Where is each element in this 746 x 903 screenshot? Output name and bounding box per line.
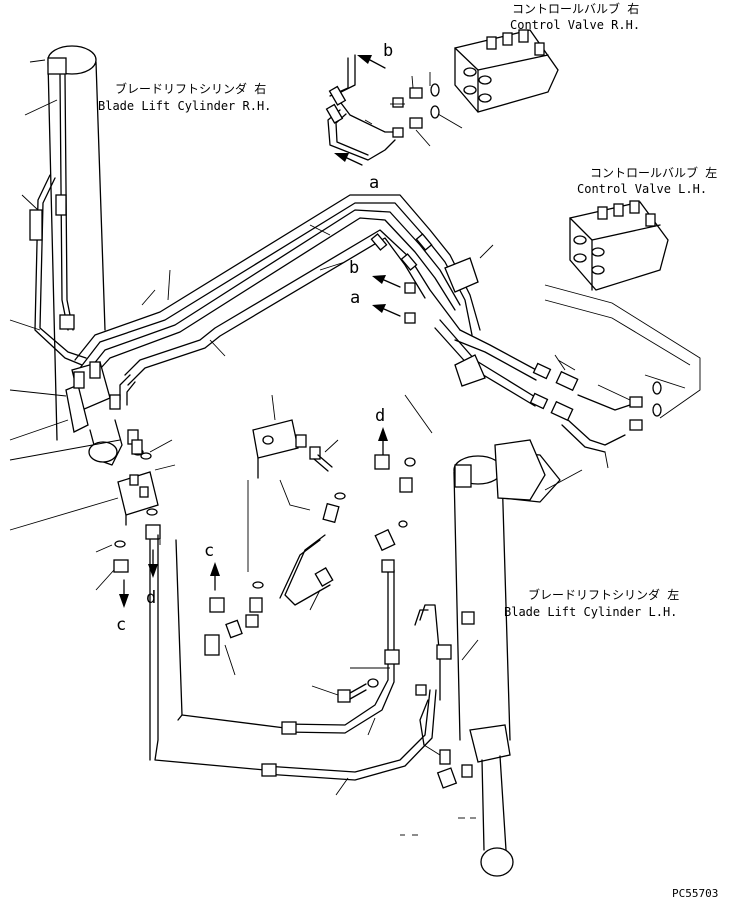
main-pipe-bundle [74,194,552,410]
lh-control-valve [569,200,669,291]
arrow-d-right-icon [378,427,388,456]
arrow-b-top-icon [357,55,386,69]
arrow-c-mid-icon [210,562,220,591]
callout-a-mid: a [350,288,360,308]
hose-bolt [311,678,379,703]
center-bolt [309,439,339,472]
rh-valve-pipes [325,54,405,161]
lh-cylinder-jp-label: ブレードリフトシリンダ 左 [528,587,679,602]
lh-valve-pipes [561,394,631,469]
callout-c-mid: c [204,541,214,561]
rh-valve-fittings [392,72,463,147]
lh-valve-jp-label: コントロールバルブ 左 [590,165,717,180]
left-lower-fittings [374,454,416,493]
rh-valve-en-label: Control Valve R.H. [510,18,640,32]
arrow-a-top-icon [334,153,363,166]
arrow-c-left-icon [119,579,129,608]
leader-lines [141,224,566,371]
lh-cylinder-pipes [414,604,479,789]
rh-valve-jp-label: コントロールバルブ 右 [512,1,639,16]
callout-d-right: d [375,406,385,426]
callout-b-mid: b [349,258,359,278]
rh-valve-block-upper [9,361,121,441]
arrow-b-mid-icon [372,275,401,288]
misc-marks [400,817,476,836]
callout-c-left: c [116,615,126,635]
rh-control-valve [454,29,559,113]
left-fittings-group [95,508,161,591]
drawing-number: PC55703 [672,887,718,900]
rh-valve-block-lower [9,429,176,531]
callout-a-top: a [369,173,379,193]
rh-lift-cylinder [47,45,123,466]
lh-cylinder-en-label: Blade Lift Cylinder L.H. [504,605,677,619]
arrow-a-mid-icon [372,304,401,317]
lower-hose-1 [149,534,437,796]
lh-valve-en-label: Control Valve L.H. [577,182,707,196]
center-leaders [247,394,433,572]
lh-valve-fittings [550,359,662,431]
center-elbow-pipe [279,492,346,611]
rh-cylinder-hoses [9,59,87,366]
rh-cylinder-jp-label: ブレードリフトシリンダ 右 [115,81,266,96]
lower-hose-2 [175,539,395,736]
center-vertical-fittings [350,520,408,669]
lh-valve-leaders [544,284,701,419]
callout-d-left: d [146,588,156,608]
rh-cylinder-en-label: Blade Lift Cylinder R.H. [98,99,271,113]
center-clamp-block [252,394,307,479]
lh-lift-cylinder [453,439,583,877]
middle-fittings-group [204,581,264,676]
callout-b-top: b [383,41,393,61]
